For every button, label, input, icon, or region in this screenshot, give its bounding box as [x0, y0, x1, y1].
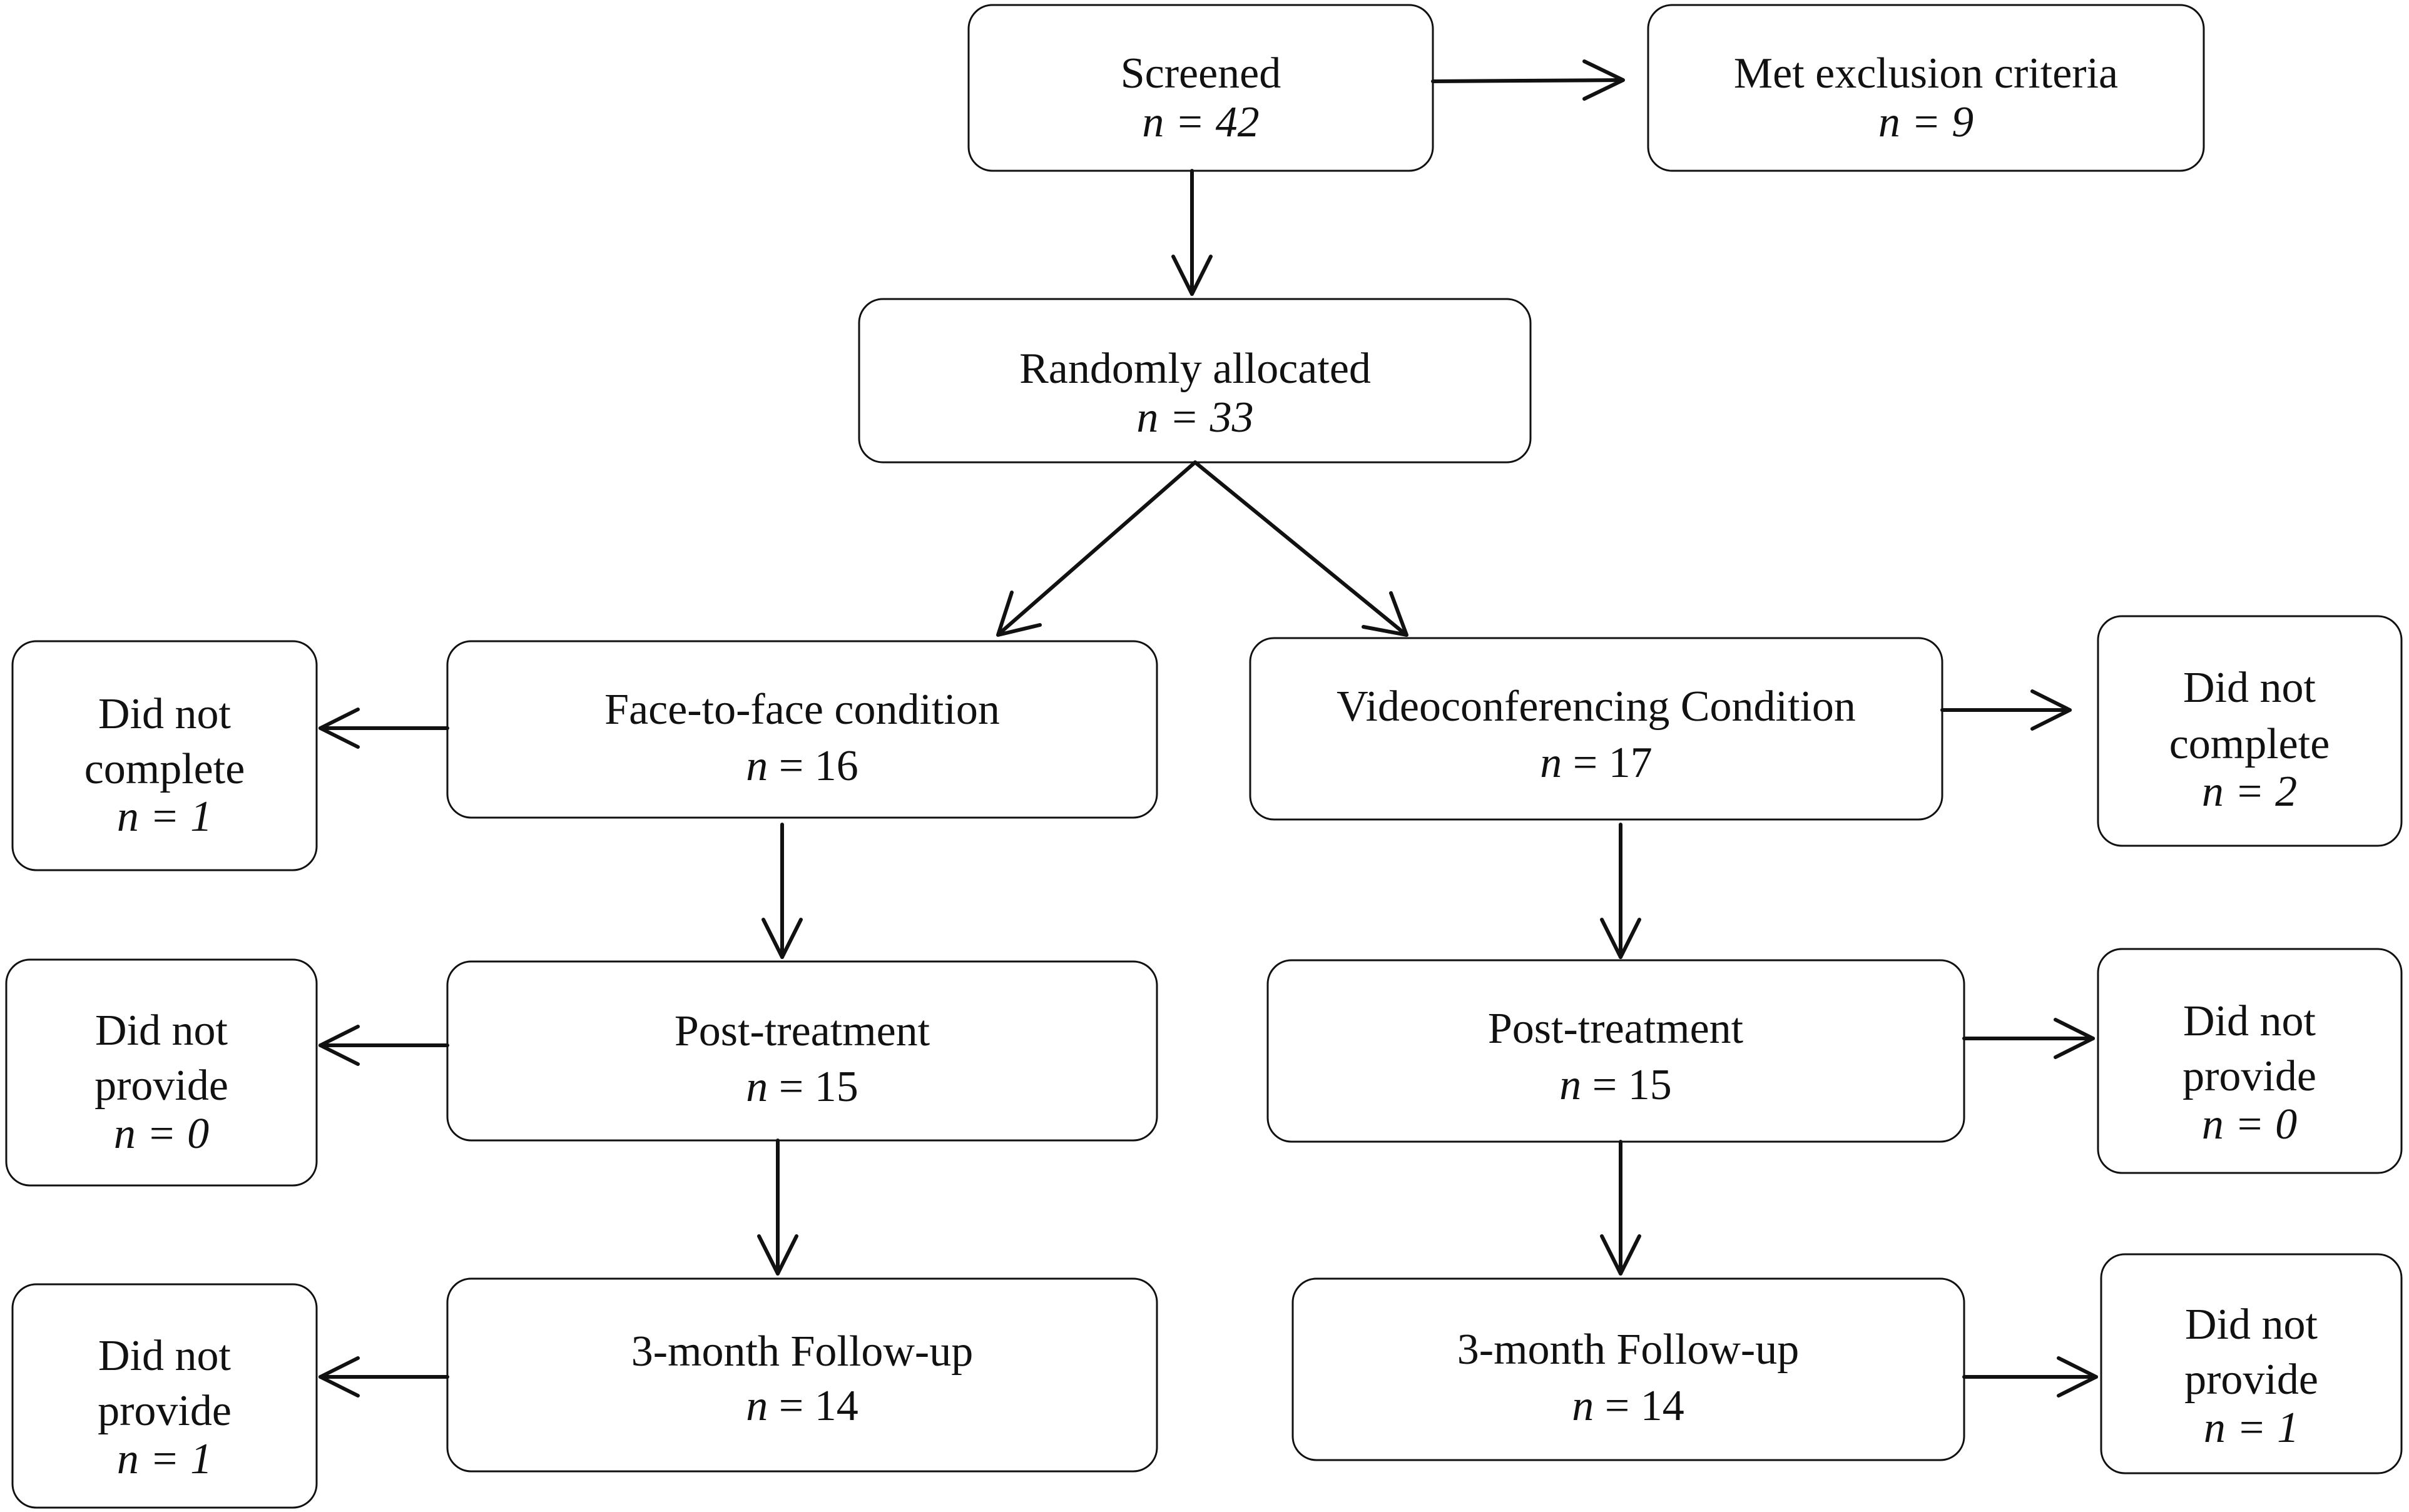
- face-to-face-follow-up-missing-box: Did not provide n = 1: [11, 1283, 318, 1509]
- screened-count: n = 42: [1142, 98, 1259, 146]
- videoconferencing-not-completed-line2: complete: [2169, 720, 2330, 768]
- videoconferencing-follow-up-box: 3-month Follow-up n = 14: [1291, 1277, 1965, 1461]
- arrow-face-to-face-to-post-treatment: [761, 823, 803, 959]
- videoconferencing-follow-up-missing-count: n = 1: [2204, 1404, 2299, 1452]
- screened-label: Screened: [1121, 49, 1281, 98]
- videoconferencing-not-completed-box: Did not complete n = 2: [2097, 615, 2403, 847]
- face-to-face-not-completed-line1: Did not: [98, 690, 232, 738]
- face-to-face-follow-up-count: n = 14: [746, 1382, 858, 1430]
- videoconferencing-post-missing-line1: Did not: [2183, 997, 2316, 1045]
- arrow-videoconferencing-follow-up-to-missing: [1962, 1356, 2098, 1398]
- videoconferencing-follow-up-missing-line1: Did not: [2185, 1301, 2318, 1349]
- face-to-face-post-missing-line2: provide: [94, 1062, 228, 1110]
- arrow-videoconferencing-post-to-missing: [1962, 1018, 2095, 1059]
- arrow-screened-to-exclusion: [1431, 59, 1625, 101]
- arrow-videoconferencing-to-post-treatment: [1600, 823, 1641, 959]
- exclusion-box: Met exclusion criteria n = 9: [1647, 4, 2205, 172]
- videoconferencing-follow-up-missing-box: Did not provide n = 1: [2100, 1253, 2403, 1474]
- face-to-face-follow-up-missing-line2: provide: [98, 1387, 232, 1435]
- videoconferencing-not-completed-line1: Did not: [2183, 664, 2316, 712]
- videoconferencing-follow-up-label: 3-month Follow-up: [1457, 1326, 1799, 1374]
- face-to-face-post-missing-count: n = 0: [114, 1110, 209, 1158]
- face-to-face-post-missing-box: Did not provide n = 0: [5, 958, 318, 1187]
- face-to-face-follow-up-label: 3-month Follow-up: [631, 1327, 973, 1376]
- arrow-videoconferencing-to-not-completed: [1940, 689, 2072, 731]
- arrow-videoconferencing-post-to-follow-up: [1600, 1140, 1641, 1276]
- face-to-face-follow-up-missing-line1: Did not: [98, 1332, 232, 1380]
- videoconferencing-post-treatment-label: Post-treatment: [1488, 1005, 1744, 1053]
- videoconferencing-post-treatment-box: Post-treatment n = 15: [1266, 959, 1965, 1143]
- allocation-count: n = 33: [1136, 393, 1253, 442]
- face-to-face-condition-box: Face-to-face condition n = 16: [446, 640, 1158, 819]
- face-to-face-follow-up-box: 3-month Follow-up n = 14: [446, 1277, 1158, 1473]
- videoconferencing-condition-count: n = 17: [1540, 739, 1652, 787]
- face-to-face-not-completed-box: Did not complete n = 1: [11, 640, 318, 871]
- face-to-face-not-completed-count: n = 1: [117, 793, 212, 841]
- face-to-face-condition-label: Face-to-face condition: [604, 686, 1000, 734]
- videoconferencing-post-missing-count: n = 0: [2202, 1100, 2297, 1149]
- exclusion-count: n = 9: [1878, 98, 1974, 146]
- face-to-face-post-treatment-label: Post-treatment: [675, 1007, 930, 1055]
- videoconferencing-post-missing-box: Did not provide n = 0: [2097, 948, 2403, 1174]
- allocation-label: Randomly allocated: [1019, 345, 1371, 393]
- videoconferencing-follow-up-missing-line2: provide: [2184, 1356, 2318, 1404]
- allocation-box: Randomly allocated n = 33: [858, 298, 1532, 464]
- face-to-face-condition-count: n = 16: [746, 742, 858, 790]
- videoconferencing-follow-up-count: n = 14: [1572, 1382, 1684, 1430]
- face-to-face-post-missing-line1: Did not: [95, 1007, 228, 1055]
- arrow-allocation-to-face-to-face: [996, 460, 1197, 637]
- videoconferencing-condition-box: Videoconferencing Condition n = 17: [1249, 637, 1943, 821]
- arrow-face-to-face-to-not-completed: [318, 708, 449, 749]
- face-to-face-post-treatment-box: Post-treatment n = 15: [446, 960, 1158, 1142]
- arrow-face-to-face-post-to-follow-up: [757, 1139, 798, 1276]
- face-to-face-not-completed-line2: complete: [84, 745, 245, 793]
- videoconferencing-post-treatment-count: n = 15: [1559, 1061, 1671, 1109]
- videoconferencing-not-completed-count: n = 2: [2202, 768, 2297, 816]
- exclusion-label: Met exclusion criteria: [1734, 49, 2118, 98]
- videoconferencing-condition-label: Videoconferencing Condition: [1337, 682, 1856, 731]
- arrow-screened-to-allocation: [1171, 169, 1213, 296]
- arrow-allocation-to-videoconferencing: [1193, 460, 1408, 637]
- face-to-face-post-treatment-count: n = 15: [746, 1063, 858, 1111]
- face-to-face-follow-up-missing-count: n = 1: [117, 1435, 212, 1483]
- screened-box: Screened n = 42: [967, 4, 1434, 172]
- arrow-face-to-face-post-to-missing: [318, 1025, 449, 1066]
- arrow-face-to-face-follow-up-to-missing: [318, 1356, 449, 1398]
- videoconferencing-post-missing-line2: provide: [2182, 1052, 2316, 1100]
